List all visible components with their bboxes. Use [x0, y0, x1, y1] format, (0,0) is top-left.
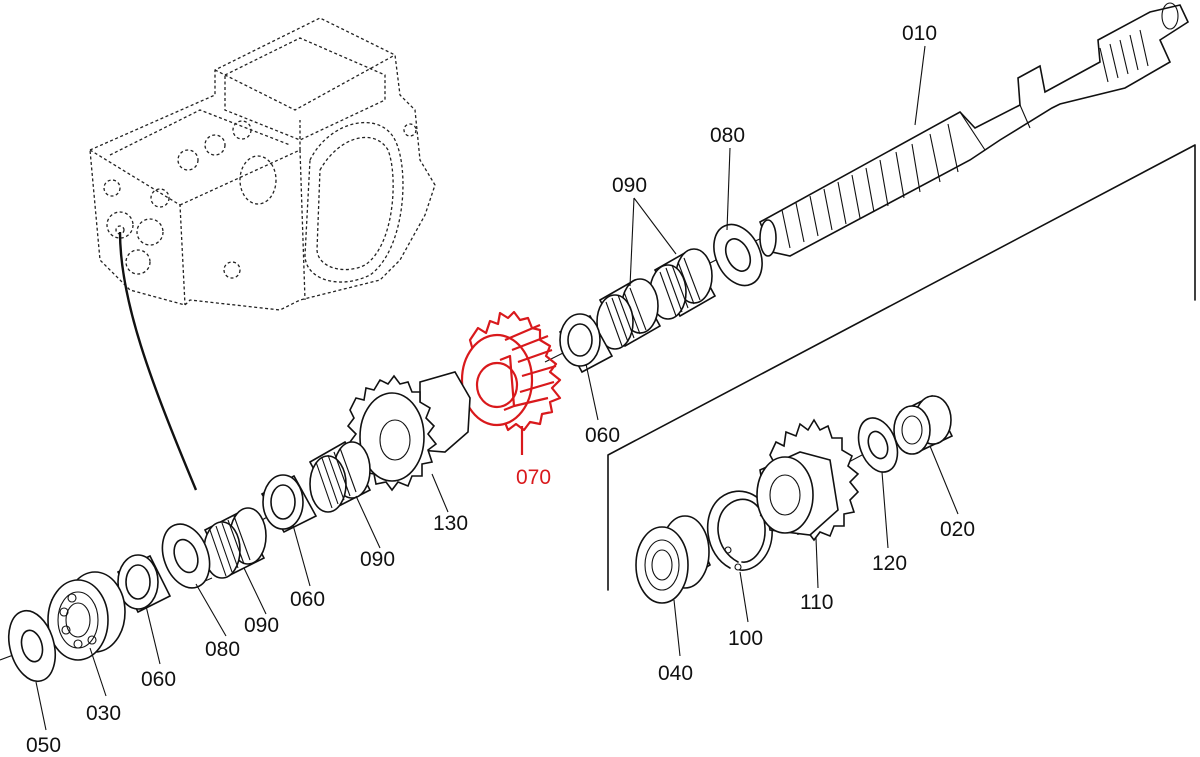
thrust-washer-lower — [161, 523, 211, 589]
label-060-lower: 060 — [141, 668, 176, 691]
snap-ring-100 — [706, 490, 773, 571]
label-120: 120 — [872, 552, 907, 575]
gear-110 — [756, 418, 860, 542]
label-090-lower: 090 — [244, 614, 279, 637]
subassembly-bracket — [607, 144, 1196, 591]
transmission-housing — [89, 17, 436, 491]
ball-bearing — [47, 571, 126, 661]
label-040: 040 — [658, 662, 693, 685]
collar-middle — [260, 474, 318, 534]
label-110: 110 — [800, 591, 833, 614]
needle-bearing-upper-pair — [596, 248, 717, 350]
label-060-upper: 060 — [585, 424, 620, 447]
washer-120 — [857, 417, 899, 473]
bearing-040 — [635, 515, 712, 604]
label-010: 010 — [902, 22, 937, 45]
main-shaft — [758, 2, 1190, 257]
collar-lower — [116, 554, 172, 614]
collar-upper — [558, 313, 614, 374]
label-050: 050 — [26, 734, 61, 757]
label-060-middle: 060 — [290, 588, 325, 611]
thrust-washer-upper — [713, 223, 763, 287]
label-070-highlighted: 070 — [516, 466, 551, 489]
label-020: 020 — [940, 518, 975, 541]
end-washer — [7, 609, 57, 683]
label-090-upper: 090 — [612, 174, 647, 197]
needle-bearing-middle — [308, 440, 372, 513]
shift-gear-highlighted — [460, 310, 562, 455]
label-100: 100 — [728, 627, 763, 650]
label-130: 130 — [433, 512, 468, 535]
label-080-upper: 080 — [710, 124, 745, 147]
leader-lines — [35, 45, 959, 731]
label-090-middle: 090 — [360, 548, 395, 571]
needle-bearing-lower — [203, 507, 267, 579]
part-labels: 010 080 090 060 070 130 090 060 090 080 … — [26, 22, 975, 757]
needle-bearing-020 — [893, 394, 954, 455]
label-030: 030 — [86, 702, 121, 725]
label-080-lower: 080 — [205, 638, 240, 661]
